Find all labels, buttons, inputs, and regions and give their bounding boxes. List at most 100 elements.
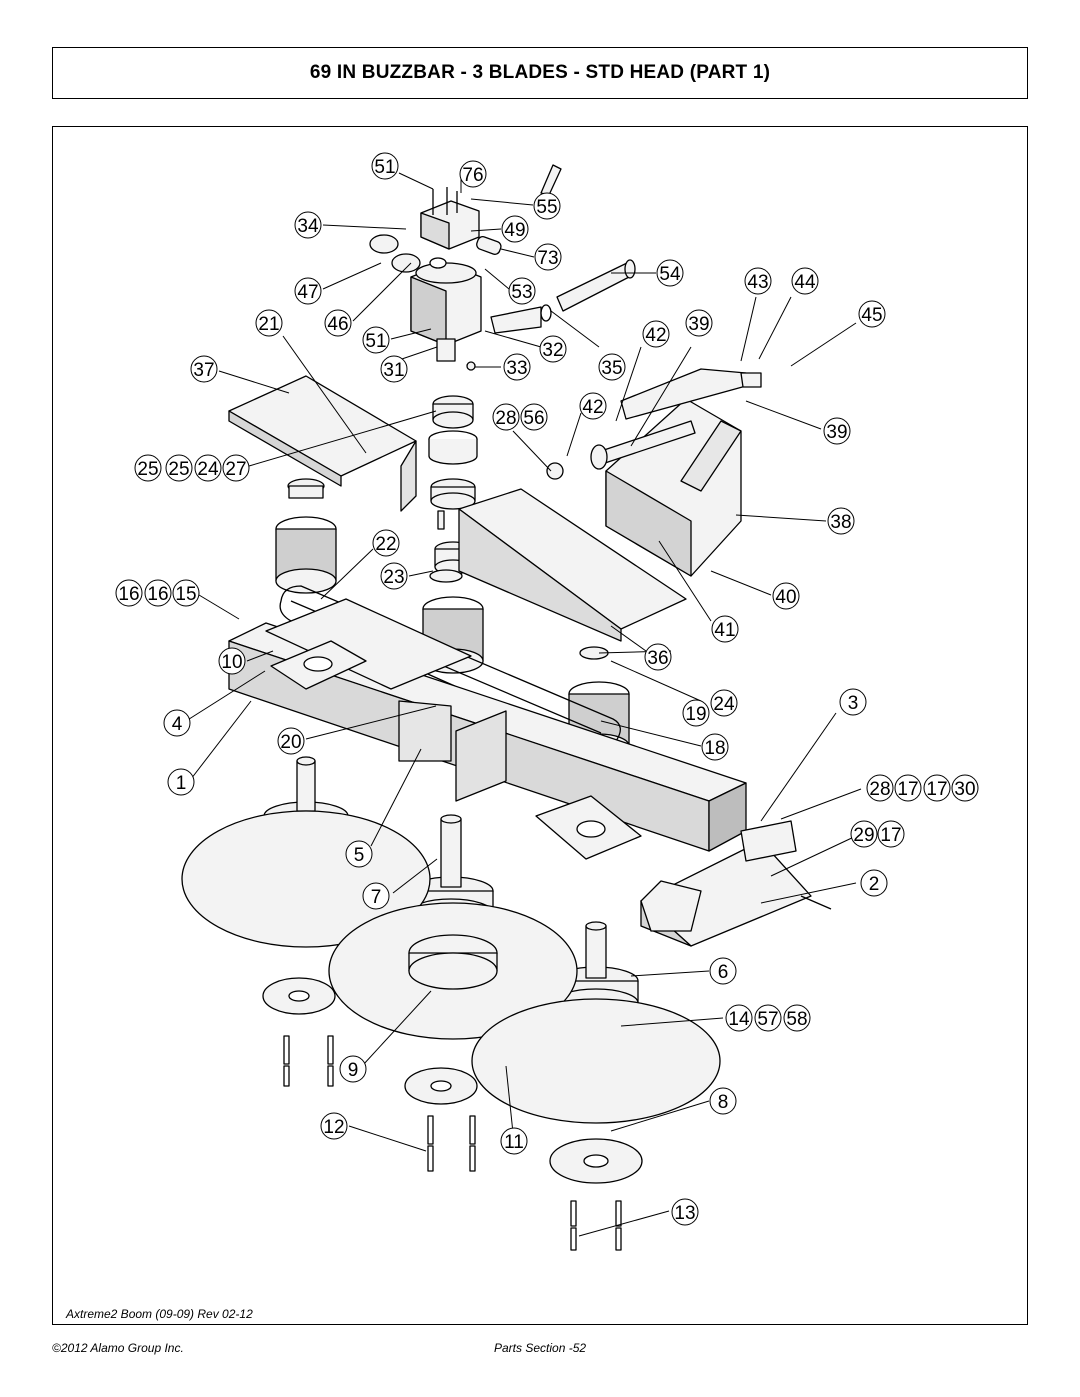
callout-12: 12	[320, 1112, 348, 1140]
callout-23: 23	[380, 562, 408, 590]
svg-text:17: 17	[926, 779, 947, 800]
svg-text:57: 57	[757, 1009, 778, 1030]
callout-24b: 24	[710, 689, 738, 717]
svg-text:34: 34	[297, 216, 319, 237]
callout-34: 34	[294, 211, 322, 239]
callout-1: 1	[167, 768, 195, 796]
callout-16: 16	[115, 579, 143, 607]
callout-17b: 17	[923, 774, 951, 802]
callout-36: 36	[644, 643, 672, 671]
callout-15: 15	[172, 579, 200, 607]
coupler-stack	[428, 395, 478, 583]
callout-51b: 51	[362, 326, 390, 354]
callout-24: 24	[194, 454, 222, 482]
svg-text:36: 36	[647, 648, 668, 669]
svg-text:29: 29	[853, 825, 874, 846]
svg-text:11: 11	[504, 1132, 524, 1153]
left-guard-plate	[228, 375, 417, 512]
svg-text:51: 51	[365, 331, 386, 352]
callout-42b: 42	[579, 392, 607, 420]
svg-text:42: 42	[645, 325, 666, 346]
svg-text:73: 73	[537, 248, 558, 269]
callout-38: 38	[827, 507, 855, 535]
svg-text:53: 53	[511, 282, 532, 303]
svg-text:1: 1	[176, 773, 187, 794]
callout-76: 76	[459, 160, 487, 188]
svg-text:16: 16	[147, 584, 168, 605]
callout-21: 21	[255, 309, 283, 337]
callout-27: 27	[222, 454, 250, 482]
svg-text:44: 44	[794, 272, 816, 293]
page-title: 69 IN BUZZBAR - 3 BLADES - STD HEAD (PAR…	[309, 62, 771, 83]
right-blade-disc	[471, 998, 721, 1124]
svg-text:33: 33	[506, 358, 527, 379]
svg-text:35: 35	[601, 358, 622, 379]
svg-text:47: 47	[297, 282, 318, 303]
svg-text:32: 32	[542, 340, 563, 361]
diagram-svg: 51 76 55 34 49 73 47 53 54 43 44 21 46 4…	[115, 152, 979, 1251]
svg-text:2: 2	[869, 874, 880, 895]
callout-11: 11	[500, 1127, 528, 1155]
svg-text:16: 16	[118, 584, 139, 605]
callout-16b: 16	[144, 579, 172, 607]
svg-text:25: 25	[137, 459, 158, 480]
svg-text:7: 7	[371, 887, 382, 908]
callouts: 51 76 55 34 49 73 47 53 54 43 44 21 46 4…	[115, 152, 979, 1226]
callout-29: 29	[850, 820, 878, 848]
svg-text:19: 19	[685, 704, 706, 725]
callout-20: 20	[277, 727, 305, 755]
title-box: 69 IN BUZZBAR - 3 BLADES - STD HEAD (PAR…	[52, 47, 1028, 99]
svg-text:4: 4	[172, 714, 183, 735]
svg-text:45: 45	[861, 305, 882, 326]
svg-text:9: 9	[348, 1060, 359, 1081]
callout-30: 30	[951, 774, 979, 802]
right-guard-plate	[458, 488, 687, 642]
svg-text:21: 21	[258, 314, 279, 335]
callout-58: 58	[783, 1004, 811, 1032]
callout-31: 31	[380, 355, 408, 383]
callout-14: 14	[725, 1004, 753, 1032]
callout-35: 35	[598, 353, 626, 381]
svg-text:42: 42	[582, 397, 603, 418]
svg-text:39: 39	[826, 422, 847, 443]
callout-28: 28	[492, 403, 520, 431]
callout-73: 73	[534, 243, 562, 271]
callout-5: 5	[345, 840, 373, 868]
callout-56: 56	[520, 403, 548, 431]
svg-text:28: 28	[495, 408, 516, 429]
svg-text:41: 41	[714, 620, 735, 641]
callout-37: 37	[190, 355, 218, 383]
callout-57: 57	[754, 1004, 782, 1032]
svg-text:6: 6	[718, 962, 729, 983]
svg-text:24: 24	[713, 694, 735, 715]
svg-text:37: 37	[193, 360, 214, 381]
callout-43: 43	[744, 267, 772, 295]
tensioner-bracket	[640, 820, 832, 947]
svg-text:76: 76	[462, 165, 483, 186]
callout-17: 17	[894, 774, 922, 802]
svg-text:39: 39	[688, 314, 709, 335]
mount-bracket	[546, 368, 762, 577]
callout-51: 51	[371, 152, 399, 180]
svg-text:28: 28	[869, 779, 890, 800]
leader-lines	[185, 172, 862, 1237]
blade-bolts	[283, 1035, 622, 1251]
main-frame	[228, 598, 747, 860]
copyright-text: ©2012 Alamo Group Inc.	[52, 1341, 184, 1355]
hydraulic-motor-assembly	[369, 164, 636, 371]
svg-text:51: 51	[374, 157, 395, 178]
callout-25b: 25	[165, 454, 193, 482]
callout-46: 46	[324, 309, 352, 337]
svg-text:17: 17	[880, 825, 901, 846]
callout-4: 4	[163, 709, 191, 737]
revision-note: Axtreme2 Boom (09-09) Rev 02-12	[66, 1307, 253, 1321]
callout-32: 32	[539, 335, 567, 363]
svg-text:58: 58	[786, 1009, 807, 1030]
center-blade-disc	[328, 902, 578, 1040]
svg-text:14: 14	[728, 1009, 750, 1030]
callout-47: 47	[294, 277, 322, 305]
callout-2: 2	[860, 869, 888, 897]
callout-9: 9	[339, 1055, 367, 1083]
svg-text:27: 27	[225, 459, 246, 480]
svg-text:8: 8	[718, 1092, 729, 1113]
